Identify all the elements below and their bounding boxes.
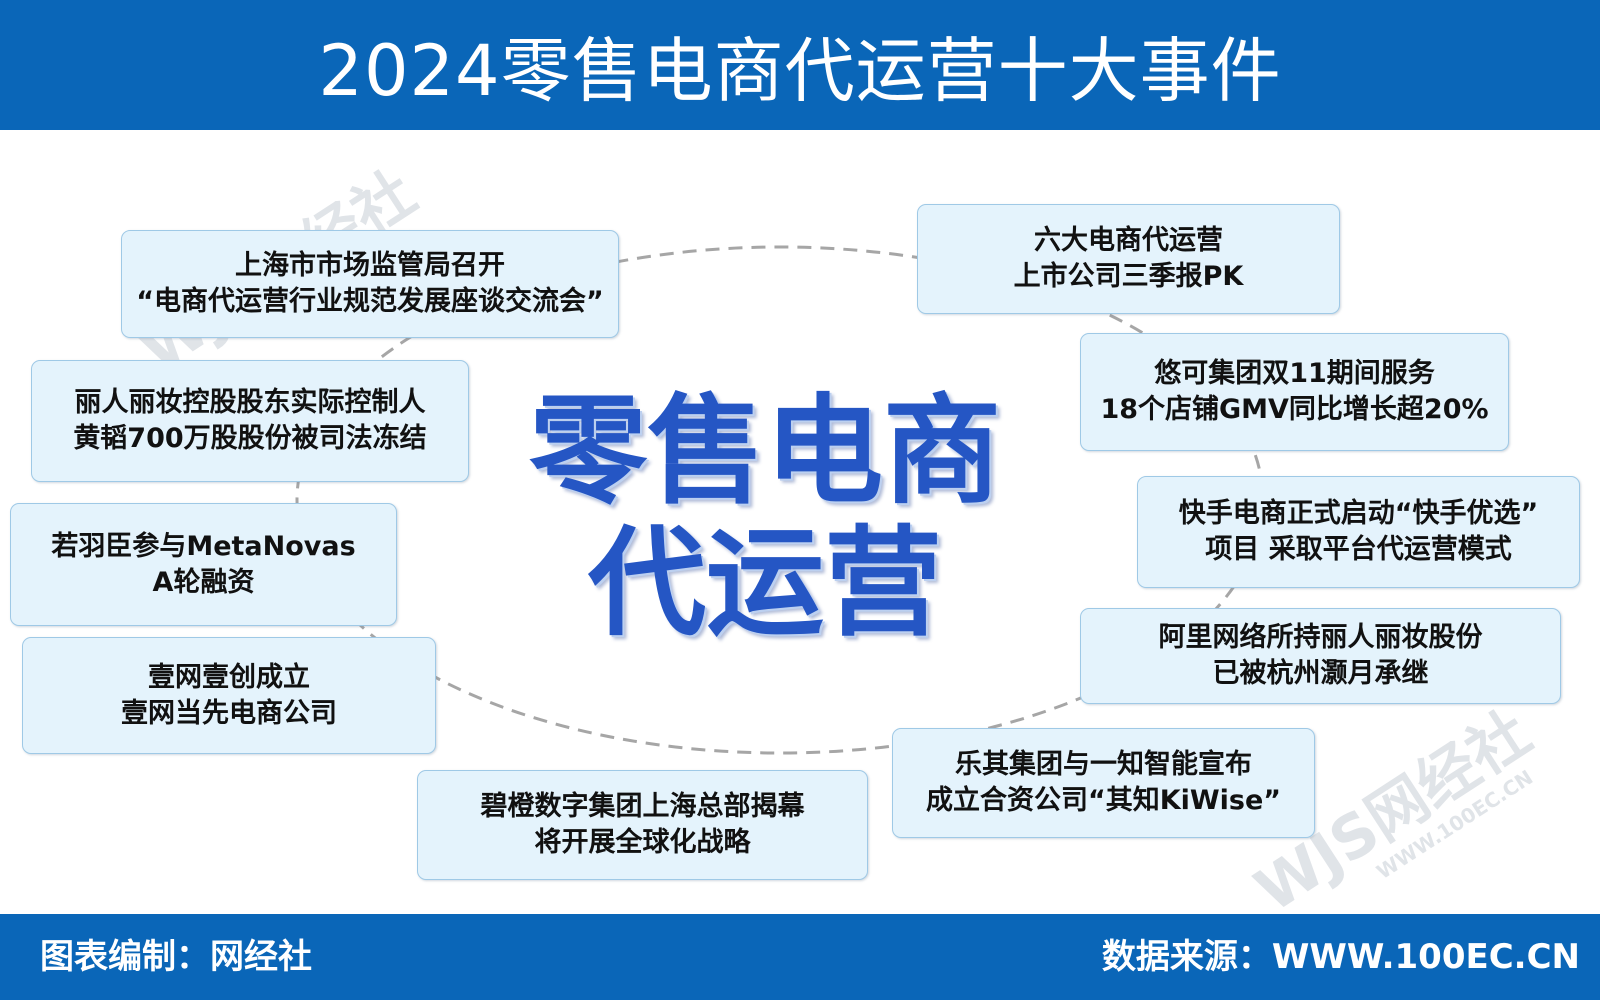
center-title-line1: 零售电商 (528, 382, 1001, 520)
event-line1: 六大电商代运营 (1034, 225, 1223, 256)
footer-source: 数据来源：WWW.100EC.CN (1101, 937, 1580, 977)
event-box: 若羽臣参与MetaNovas A轮融资 (10, 503, 397, 626)
event-box: 悠可集团双11期间服务 18个店铺GMV同比增长超20% (1080, 333, 1509, 451)
event-line2: A轮融资 (152, 566, 255, 598)
event-line2: 上市公司三季报PK (1013, 261, 1244, 292)
event-line2: 已被杭州灏月承继 (1212, 658, 1429, 689)
event-line1: 上海市市场监管局召开 (235, 250, 505, 281)
event-box: 乐其集团与一知智能宣布 成立合资公司“其知KiWise” (892, 728, 1315, 838)
event-line2: 18个店铺GMV同比增长超20% (1100, 394, 1489, 425)
center-title: 零售电商 代运营 (505, 385, 1025, 649)
event-line1: 壹网壹创成立 (148, 661, 310, 693)
event-line1: 碧橙数字集团上海总部揭幕 (480, 791, 805, 822)
event-box: 壹网壹创成立 壹网当先电商公司 (22, 637, 436, 754)
header-bar: 2024零售电商代运营十大事件 (0, 0, 1600, 130)
footer-credit: 图表编制：网经社 (40, 937, 312, 977)
event-box: 上海市市场监管局召开 “电商代运营行业规范发展座谈交流会” (121, 230, 619, 338)
footer-bar: 图表编制：网经社 数据来源：WWW.100EC.CN (0, 914, 1600, 1000)
event-line2: 壹网当先电商公司 (121, 697, 337, 729)
page-title: 2024零售电商代运营十大事件 (318, 29, 1282, 112)
event-box: 阿里网络所持丽人丽妆股份 已被杭州灏月承继 (1080, 608, 1561, 704)
event-line2: 项目 采取平台代运营模式 (1205, 534, 1512, 565)
event-line2: “电商代运营行业规范发展座谈交流会” (136, 286, 604, 317)
event-box: 快手电商正式启动“快手优选” 项目 采取平台代运营模式 (1137, 476, 1580, 588)
event-box: 碧橙数字集团上海总部揭幕 将开展全球化战略 (417, 770, 868, 880)
event-line2: 成立合资公司“其知KiWise” (925, 785, 1282, 816)
event-line1: 阿里网络所持丽人丽妆股份 (1158, 622, 1483, 653)
event-line1: 悠可集团双11期间服务 (1154, 358, 1435, 389)
event-box: 丽人丽妆控股股东实际控制人 黄韬700万股股份被司法冻结 (31, 360, 469, 482)
event-line1: 丽人丽妆控股股东实际控制人 (74, 387, 426, 418)
event-line1: 若羽臣参与MetaNovas (51, 530, 356, 562)
event-line2: 黄韬700万股股份被司法冻结 (73, 423, 427, 454)
event-line2: 将开展全球化战略 (534, 827, 751, 858)
event-line1: 乐其集团与一知智能宣布 (955, 749, 1252, 780)
center-title-line2: 代运营 (587, 514, 942, 652)
event-line1: 快手电商正式启动“快手优选” (1178, 498, 1539, 529)
event-box: 六大电商代运营 上市公司三季报PK (917, 204, 1340, 314)
